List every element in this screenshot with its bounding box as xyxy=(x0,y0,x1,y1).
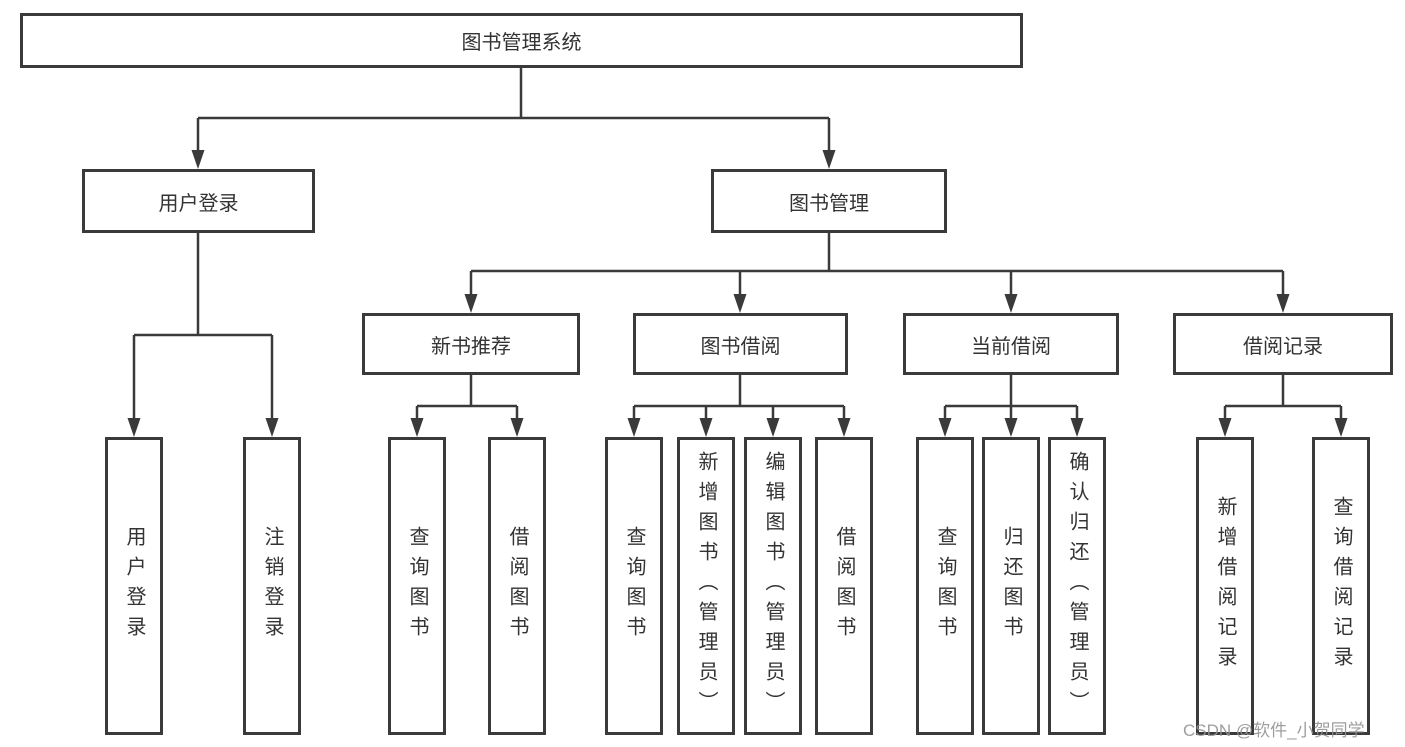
leaf-add-borrow-record-label: 新增借阅记录 xyxy=(1214,496,1236,676)
leaf-query-book-current-label: 查询图书 xyxy=(934,526,956,646)
leaf-add-borrow-record: 新增借阅记录 xyxy=(1196,437,1254,735)
leaf-return-book: 归还图书 xyxy=(982,437,1040,735)
node-new-book-recommend-label: 新书推荐 xyxy=(431,335,511,358)
leaf-query-book-borrow-label: 查询图书 xyxy=(623,526,645,646)
leaf-borrow-book: 借阅图书 xyxy=(815,437,873,735)
leaf-borrow-book-recommend-label: 借阅图书 xyxy=(506,526,528,646)
node-user-login-label: 用户登录 xyxy=(158,192,239,215)
leaf-query-borrow-record: 查询借阅记录 xyxy=(1312,437,1370,735)
leaf-confirm-return-admin-label: 确认归还（管理员） xyxy=(1066,451,1088,721)
leaf-borrow-book-recommend: 借阅图书 xyxy=(488,437,546,735)
leaf-query-borrow-record-label: 查询借阅记录 xyxy=(1330,496,1352,676)
leaf-edit-book-admin: 编辑图书（管理员） xyxy=(744,437,802,735)
leaf-query-book-borrow: 查询图书 xyxy=(605,437,663,735)
leaf-edit-book-admin-label: 编辑图书（管理员） xyxy=(762,451,784,721)
watermark: CSDN @软件_小贺同学 xyxy=(1183,721,1365,740)
node-root: 图书管理系统 xyxy=(20,13,1023,68)
node-user-login: 用户登录 xyxy=(82,169,315,233)
leaf-borrow-book-label: 借阅图书 xyxy=(833,526,855,646)
leaf-logout: 注销登录 xyxy=(243,437,301,735)
node-borrow-record: 借阅记录 xyxy=(1173,313,1393,375)
node-book-borrow-label: 图书借阅 xyxy=(700,335,781,358)
node-borrow-record-label: 借阅记录 xyxy=(1243,335,1323,358)
leaf-add-book-admin-label: 新增图书（管理员） xyxy=(695,451,717,721)
leaf-user-login: 用户登录 xyxy=(105,437,163,735)
leaf-query-book-recommend-label: 查询图书 xyxy=(406,526,428,646)
leaf-confirm-return-admin: 确认归还（管理员） xyxy=(1048,437,1106,735)
leaf-query-book-current: 查询图书 xyxy=(916,437,974,735)
node-root-label: 图书管理系统 xyxy=(461,32,582,54)
node-book-borrow: 图书借阅 xyxy=(633,313,848,375)
node-current-borrow: 当前借阅 xyxy=(903,313,1119,375)
node-current-borrow-label: 当前借阅 xyxy=(971,335,1051,358)
node-book-management: 图书管理 xyxy=(711,169,947,233)
leaf-return-book-label: 归还图书 xyxy=(1000,526,1022,646)
node-book-management-label: 图书管理 xyxy=(789,192,869,215)
leaf-logout-label: 注销登录 xyxy=(261,526,283,646)
leaf-user-login-label: 用户登录 xyxy=(123,526,145,646)
leaf-add-book-admin: 新增图书（管理员） xyxy=(677,437,735,735)
node-new-book-recommend: 新书推荐 xyxy=(362,313,580,375)
leaf-query-book-recommend: 查询图书 xyxy=(388,437,446,735)
